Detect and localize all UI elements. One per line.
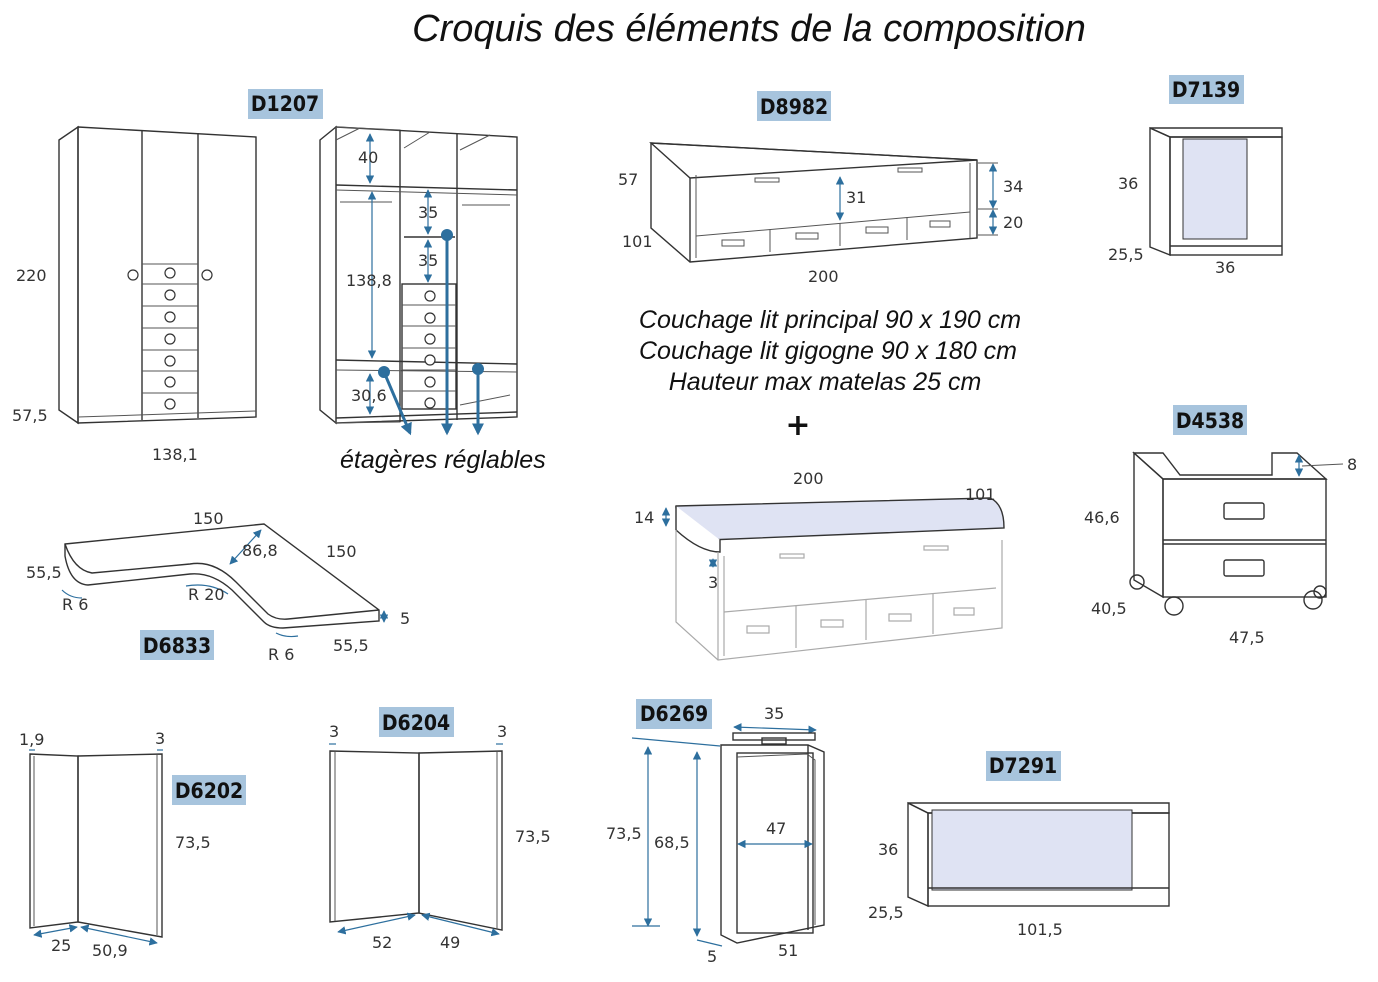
dimension-label: R 6 [268,645,294,664]
shelves-note: étagères réglables [340,446,546,474]
element-code: D8982 [760,95,828,119]
element-d7291: D7291 36 25,5 101,5 [868,751,1170,939]
dimension-label: 3 [497,722,507,741]
element-bed-top: 200 101 14 3 [634,469,1005,661]
code-badge-background [636,699,712,729]
code-badge-background [248,89,323,119]
element-d6269: D6269 35 73,5 68,5 47 5 51 [606,699,825,966]
dimension-label: 200 [793,469,824,488]
element-code: D6204 [382,711,450,735]
dimension-label: 8 [1347,455,1357,474]
dimension-label: 138,1 [152,445,198,464]
dimension-label: 101 [965,485,996,504]
dimension-label: 138,8 [346,271,392,290]
element-code: D1207 [251,92,319,116]
dimension-label: 57,5 [12,406,48,425]
dimension-label: 5 [400,609,410,628]
element-d6204: D6204 3 3 73,5 52 49 [329,707,551,952]
dimension-label: 36 [1215,258,1235,277]
dimension-label: 55,5 [333,636,369,655]
dimension-label: 50,9 [92,941,128,960]
dimension-label: 35 [764,704,784,723]
dimension-label: R 6 [62,595,88,614]
dimension-label: 49 [440,933,460,952]
element-code: D6269 [640,702,708,726]
element-code: D4538 [1176,409,1244,433]
dimension-label: 73,5 [606,824,642,843]
dimension-label: 47 [766,819,786,838]
bed-note-line: Couchage lit principal 90 x 190 cm [639,306,1021,334]
dimension-label: 86,8 [242,541,278,560]
dimension-label: 101 [622,232,653,251]
dimension-label: 36 [1118,174,1138,193]
plus-sign: + [785,408,810,443]
dimension-label: 1,9 [19,730,44,749]
dimension-label: 25 [51,936,71,955]
bed-note-line: Hauteur max matelas 25 cm [669,368,982,396]
code-badge-background [757,91,831,121]
dimension-label: 40,5 [1091,599,1127,618]
rolling-unit-drawing [1129,451,1344,616]
dimension-label: 150 [193,509,224,528]
bed-drawing [649,142,998,263]
dimension-label: 40 [358,148,378,167]
dimension-label: 5 [707,947,717,966]
cube-drawing [1149,126,1283,257]
element-code: D7139 [1172,78,1240,102]
dimension-label: 3 [329,722,339,741]
element-d6833: 150 150 86,8 55,5 R 6 R 20 5 55,5 R 6 D6… [26,509,410,664]
element-d4538: D4538 8 46,6 40,5 47,5 [1084,405,1357,647]
element-code: D7291 [989,754,1057,778]
dimension-label: 68,5 [654,833,690,852]
dimension-label: 52 [372,933,392,952]
dimension-label: 73,5 [175,833,211,852]
element-d7139: D7139 36 25,5 36 [1108,75,1283,277]
dimension-label: 150 [326,542,357,561]
element-code: D6833 [143,634,211,658]
corner-desk-top-drawing [61,523,389,638]
dimension-label: 35 [418,203,438,222]
dimension-label: R 20 [188,585,225,604]
page-title: Croquis des éléments de la composition [412,8,1086,50]
dimension-label: 35 [418,251,438,270]
long-shelf-drawing [907,801,1170,908]
code-badge-background [172,775,246,805]
dimension-label: 20 [1003,213,1023,232]
code-badge-background [1169,75,1244,104]
element-d1207: D1207 220 57,5 138,1 [12,89,518,464]
dimension-label: 34 [1003,177,1023,196]
code-badge-background [1173,405,1247,435]
dimension-label: 36 [878,840,898,859]
dimension-label: 3 [155,729,165,748]
corner-panel-small-drawing [29,749,163,946]
dimension-label: 51 [778,941,798,960]
wardrobe-closed-drawing [58,125,257,425]
dimension-label: 31 [846,188,866,207]
element-code: D6202 [175,779,243,803]
dimension-label: 46,6 [1084,508,1120,527]
dimension-label: 25,5 [868,903,904,922]
dimension-label: 101,5 [1017,920,1063,939]
dimension-label: 47,5 [1229,628,1265,647]
bed-top-drawing [661,497,1005,661]
dimension-label: 73,5 [515,827,551,846]
dimension-label: 55,5 [26,563,62,582]
code-badge-background [379,707,454,737]
code-badge-background [986,751,1061,781]
corner-panel-large-drawing [329,743,503,937]
wardrobe-open-drawing [319,125,518,436]
element-d8982: D8982 57 101 200 31 34 [618,91,1023,286]
dimension-label: 25,5 [1108,245,1144,264]
dimension-label: 3 [708,573,718,592]
dimension-label: 14 [634,508,654,527]
dimension-label: 57 [618,170,638,189]
bed-note-line: Couchage lit gigogne 90 x 180 cm [639,337,1017,365]
dimension-label: 30,6 [351,386,387,405]
frame-drawing [631,723,825,947]
dimension-label: 200 [808,267,839,286]
code-badge-background [140,630,214,660]
dimension-label: 220 [16,266,47,285]
element-d6202: 1,9 3 D6202 73,5 25 50,9 [19,729,246,960]
